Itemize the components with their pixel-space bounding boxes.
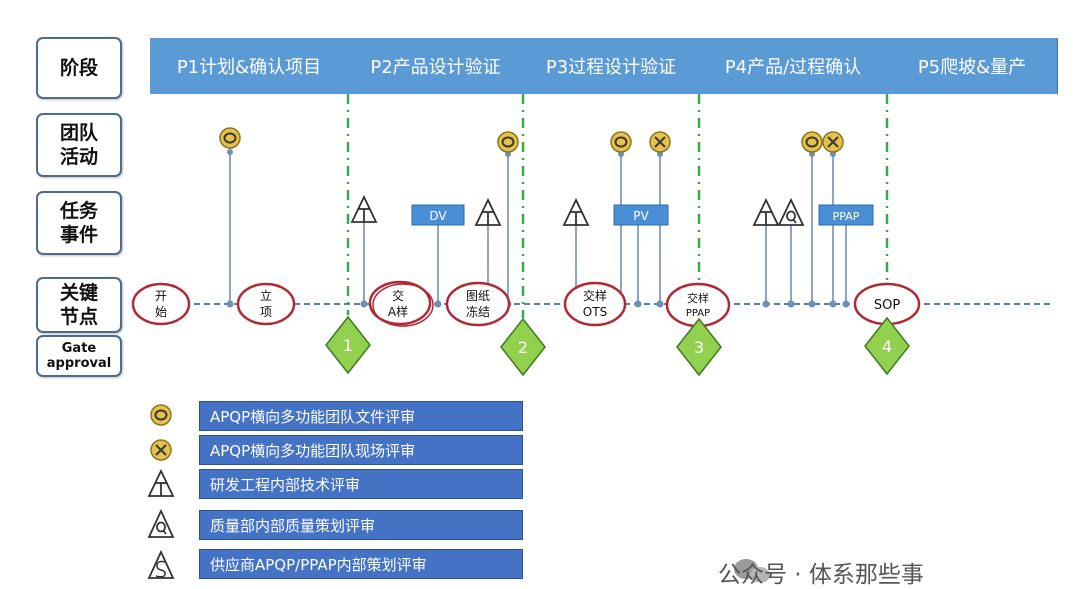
phase-p1: P1计划&确认项目 [150,38,349,94]
milestone-start: 开 始 [131,282,191,326]
row-label-key-milestone: 关键 节点 [36,277,122,333]
legend-file-review-icon [150,404,172,426]
milestone-sop: SOP [853,282,921,326]
tech-review-icon [562,197,590,226]
task-box-ppap [818,204,874,226]
row-label-stage: 阶段 [36,37,122,99]
tech-review-icon [350,194,378,223]
phase-p4: P4产品/过程确认 [699,38,888,94]
legend-item-quality-review: 质量部内部质量策划评审 [199,510,523,540]
gate-diamond-4: 4 [864,316,910,376]
legend-quality-review-icon [147,508,175,538]
onsite-review-icon [649,131,671,153]
svg-text:SOP: SOP [874,298,900,313]
legend-item-onsite-review: APQP横向多功能团队现场评审 [199,435,523,465]
phase-p5: P5爬坡&量产 [887,38,1058,94]
quality-review-icon [777,197,805,226]
svg-text:2: 2 [518,338,528,357]
file-review-icon [801,131,823,153]
wechat-icon [734,559,770,582]
tech-review-icon [474,197,502,226]
svg-text:PV: PV [633,209,649,223]
svg-text:PPAP: PPAP [686,308,710,319]
legend-item-file-review: APQP横向多功能团队文件评审 [199,401,523,431]
milestone-ppap: 交样 PPAP [665,282,731,328]
gate-diamond-1: 1 [325,315,371,375]
svg-text:交样: 交样 [687,291,709,305]
task-triangles [350,194,805,226]
task-boxes: DV PV PPAP [411,204,874,226]
task-box-pv [613,204,669,226]
svg-text:1: 1 [343,336,353,355]
task-box-dv [411,204,465,226]
svg-text:始: 始 [155,305,167,319]
event-stems [229,140,847,304]
svg-text:DV: DV [429,209,447,223]
legend-item-supplier-review: 供应商APQP/PPAP内部策划评审 [199,549,523,579]
svg-text:立: 立 [260,288,272,303]
watermark: 公众号 · 体系那些事 [718,562,924,588]
onsite-review-icon [822,131,844,153]
milestone-ots: 交样 OTS [563,281,627,327]
row-label-team-activity: 团队 活动 [36,113,122,177]
svg-text:4: 4 [882,337,892,356]
svg-text:冻结: 冻结 [466,304,490,319]
svg-text:PPAP: PPAP [833,210,860,223]
milestone-kickoff: 立 项 [236,282,296,326]
gate-diamond-3: 3 [676,317,722,377]
team-activity-markers [219,127,844,153]
file-review-icon [610,131,632,153]
legend-tech-review-icon [147,468,175,497]
gate-diamonds: 1 2 3 4 [325,315,910,377]
row-label-task-event: 任务 事件 [36,191,122,255]
tech-review-icon [752,197,780,226]
legend-item-tech-review: 研发工程内部技术评审 [199,469,523,499]
svg-text:图纸: 图纸 [466,289,490,303]
milestone-drawing-freeze: 图纸 冻结 [445,281,511,327]
svg-text:交样: 交样 [583,288,607,303]
timeline-dots [226,149,850,308]
svg-text:交: 交 [392,288,404,303]
phase-p2: P2产品设计验证 [348,38,524,94]
legend-supplier-review-icon [147,549,175,579]
milestone-a-sample: 交 A样 [368,280,434,327]
svg-text:项: 项 [260,305,272,319]
svg-text:3: 3 [694,338,704,357]
phase-p3: P3过程设计验证 [523,38,700,94]
legend-symbols [147,404,175,579]
milestones: 开 始 立 项 交 A样 图纸 冻结 交样 OTS [131,280,921,328]
gate-diamond-2: 2 [500,317,546,377]
svg-text:开: 开 [155,289,167,303]
file-review-icon [497,131,519,153]
svg-text:OTS: OTS [583,305,607,319]
row-label-gate-approval: Gate approval [36,335,122,377]
svg-text:A样: A样 [388,304,408,319]
legend-onsite-review-icon [150,439,172,461]
file-review-icon [219,127,241,149]
gate-lines [346,94,889,324]
